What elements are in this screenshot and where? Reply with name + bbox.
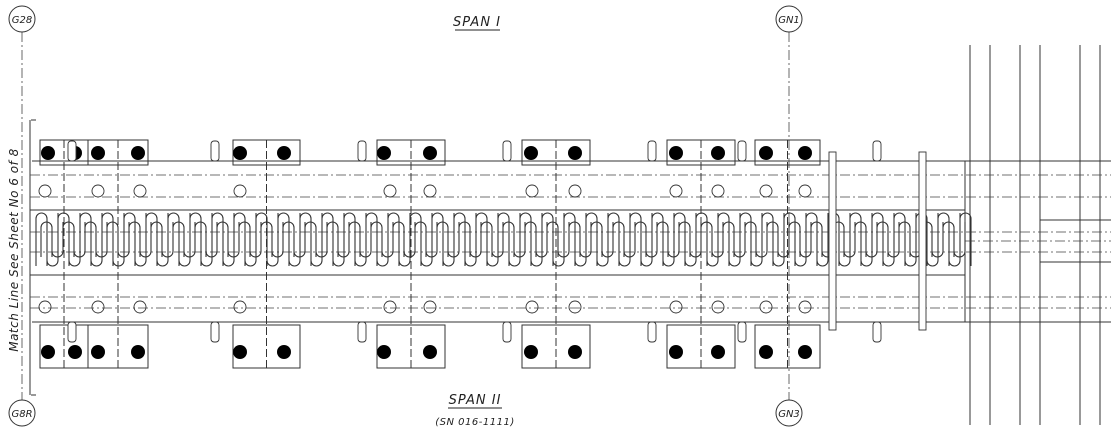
anchor-hole bbox=[568, 184, 582, 198]
anchor-hole bbox=[133, 184, 147, 198]
anchor-hole bbox=[91, 300, 105, 314]
gridline-label-bottom: G8R bbox=[11, 409, 32, 420]
anchor-hole bbox=[669, 184, 683, 198]
anchor-hole bbox=[525, 184, 539, 198]
stud-bottom bbox=[210, 321, 220, 343]
joint-end-bar bbox=[828, 151, 837, 331]
gridline-bubble-top bbox=[775, 5, 803, 33]
anchor-bolt bbox=[524, 146, 538, 160]
anchor-bolt bbox=[41, 146, 55, 160]
anchor-bolt bbox=[798, 345, 812, 359]
anchor-hole bbox=[423, 300, 437, 314]
anchor-bolts bbox=[41, 146, 812, 359]
bearing-plates bbox=[39, 139, 821, 369]
stud-top bbox=[357, 140, 367, 162]
anchor-hole bbox=[233, 184, 247, 198]
anchor-bolt bbox=[377, 345, 391, 359]
anchor-bolt bbox=[277, 146, 291, 160]
anchor-hole bbox=[38, 300, 52, 314]
top-span-label: SPAN I bbox=[453, 15, 501, 30]
match-line-note: Match Line See Sheet No 6 of 8 bbox=[7, 148, 21, 352]
anchor-hole bbox=[423, 184, 437, 198]
stud-top bbox=[647, 140, 657, 162]
anchor-holes bbox=[38, 184, 812, 314]
anchor-bolt bbox=[798, 146, 812, 160]
anchor-hole bbox=[711, 184, 725, 198]
stud-bottom bbox=[872, 321, 882, 343]
bottom-span-label: SPAN II bbox=[449, 393, 502, 408]
anchor-bolt bbox=[568, 146, 582, 160]
anchor-hole bbox=[669, 300, 683, 314]
anchor-bolt bbox=[423, 345, 437, 359]
anchor-bolt bbox=[91, 146, 105, 160]
gridline-gn1: GN1 GN3 bbox=[775, 5, 803, 427]
anchor-hole bbox=[759, 184, 773, 198]
joint-end-bar bbox=[918, 151, 927, 331]
expansion-joint-seal bbox=[35, 212, 972, 267]
centerlines bbox=[21, 32, 1111, 400]
anchor-bolt bbox=[711, 345, 725, 359]
anchor-bolt bbox=[669, 146, 683, 160]
anchor-hole bbox=[233, 300, 247, 314]
anchor-bolt bbox=[68, 345, 82, 359]
gridline-g28: G28 G8R bbox=[8, 5, 36, 427]
anchor-hole bbox=[91, 184, 105, 198]
stud-top bbox=[872, 140, 882, 162]
stud-top bbox=[210, 140, 220, 162]
anchor-hole bbox=[525, 300, 539, 314]
seal-wave-inner bbox=[40, 221, 966, 258]
anchor-bolt bbox=[233, 146, 247, 160]
gridline-bubble-bottom bbox=[8, 399, 36, 427]
anchor-bolt bbox=[711, 146, 725, 160]
stud-top bbox=[502, 140, 512, 162]
anchor-bolt bbox=[669, 345, 683, 359]
anchor-bolt bbox=[41, 345, 55, 359]
stud-bottom bbox=[502, 321, 512, 343]
anchor-hole bbox=[38, 184, 52, 198]
anchor-bolt bbox=[91, 345, 105, 359]
stud-top bbox=[67, 140, 77, 162]
anchor-bolt bbox=[759, 345, 773, 359]
anchor-bolt bbox=[524, 345, 538, 359]
anchor-bolt bbox=[377, 146, 391, 160]
stud-bottom bbox=[737, 321, 747, 343]
anchor-hole bbox=[383, 184, 397, 198]
anchor-bolt bbox=[277, 345, 291, 359]
seal-wave-outer bbox=[35, 212, 972, 267]
anchor-hole bbox=[798, 184, 812, 198]
studs bbox=[67, 140, 927, 343]
stud-bottom bbox=[647, 321, 657, 343]
anchor-bolt bbox=[131, 345, 145, 359]
stud-bottom bbox=[357, 321, 367, 343]
anchor-bolt bbox=[423, 146, 437, 160]
anchor-hole bbox=[568, 300, 582, 314]
structure-lines bbox=[29, 45, 1111, 425]
anchor-hole bbox=[798, 300, 812, 314]
gridline-label-top: GN1 bbox=[778, 15, 800, 26]
anchor-bolt bbox=[131, 146, 145, 160]
bottom-span-reference: (SN 016-1111) bbox=[435, 417, 514, 428]
anchor-bolt bbox=[568, 345, 582, 359]
anchor-bolt bbox=[233, 345, 247, 359]
anchor-hole bbox=[759, 300, 773, 314]
gridline-label-bottom: GN3 bbox=[778, 409, 800, 420]
stud-bottom bbox=[67, 321, 77, 343]
anchor-bolt bbox=[759, 146, 773, 160]
gridline-label-top: G28 bbox=[12, 15, 32, 26]
anchor-hole bbox=[383, 300, 397, 314]
gridline-bubble-top bbox=[8, 5, 36, 33]
anchor-hole bbox=[711, 300, 725, 314]
stud-top bbox=[737, 140, 747, 162]
anchor-hole bbox=[133, 300, 147, 314]
gridline-bubble-bottom bbox=[775, 399, 803, 427]
